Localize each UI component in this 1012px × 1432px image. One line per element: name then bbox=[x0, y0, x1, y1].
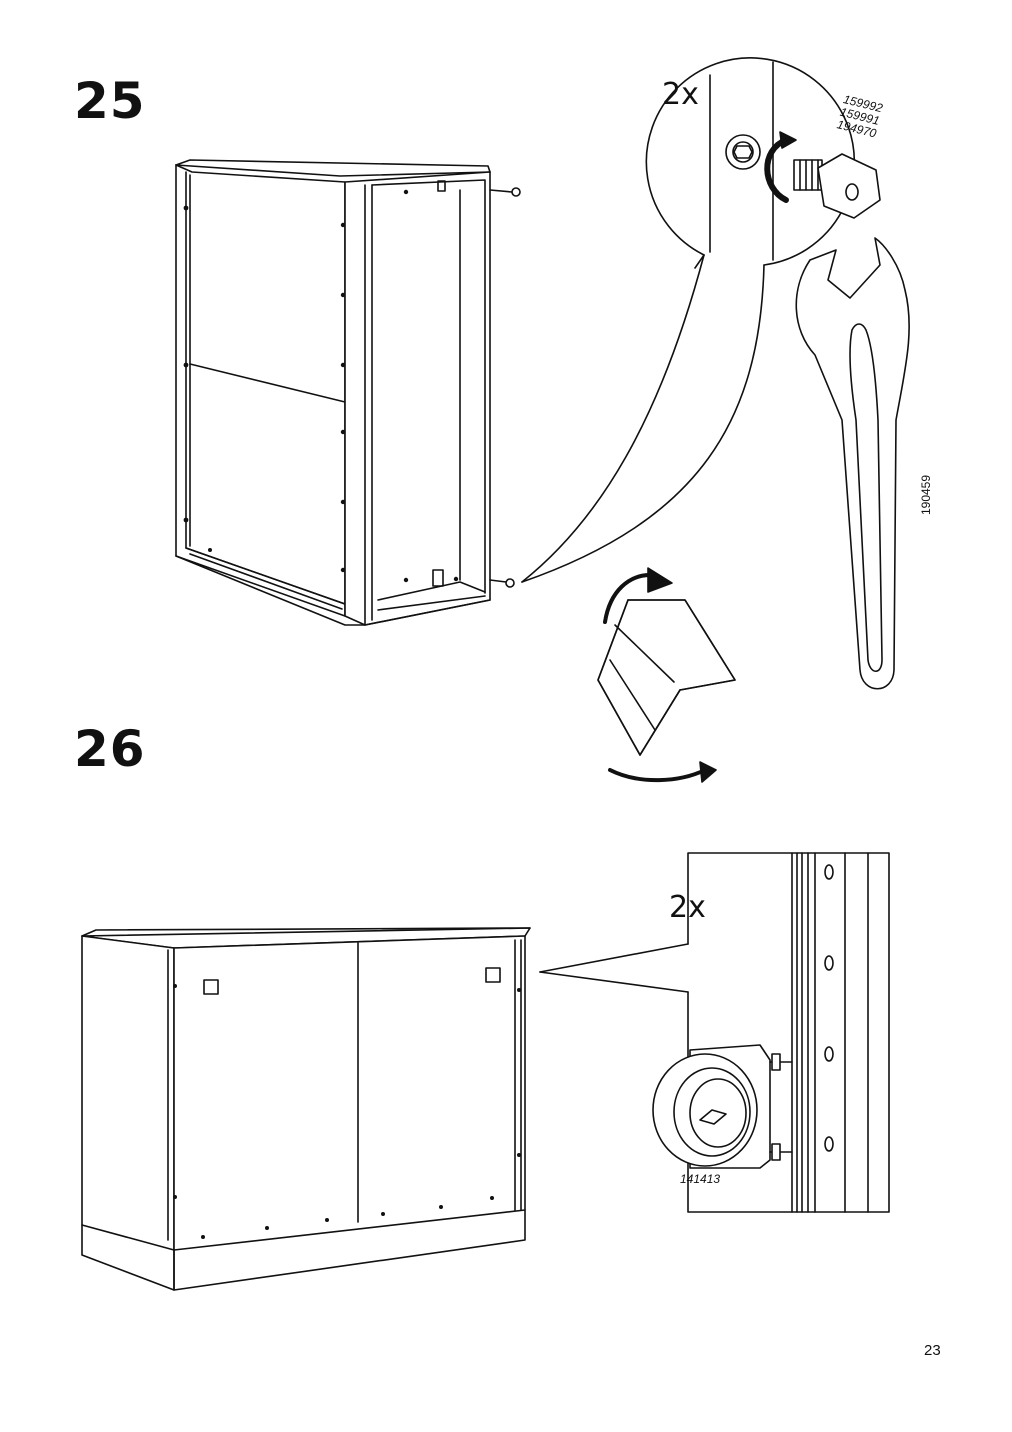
wrench-tool bbox=[795, 237, 910, 690]
tool-number: 190459 bbox=[919, 474, 933, 516]
rotate-cabinet-arrow bbox=[597, 567, 736, 783]
step-number: 26 bbox=[74, 720, 146, 778]
page-number: 23 bbox=[924, 1342, 941, 1359]
cabinet-back-view-25 bbox=[175, 159, 521, 626]
quantity-label: 2x bbox=[669, 890, 706, 925]
quantity-label: 2x bbox=[662, 77, 699, 112]
part-number: 141413 bbox=[680, 1172, 721, 1186]
cabinet-back-view-26 bbox=[81, 927, 689, 1291]
step-number: 25 bbox=[74, 72, 146, 130]
bolt-tightening-detail bbox=[521, 57, 881, 583]
wall-fitting-detail bbox=[652, 852, 890, 1213]
